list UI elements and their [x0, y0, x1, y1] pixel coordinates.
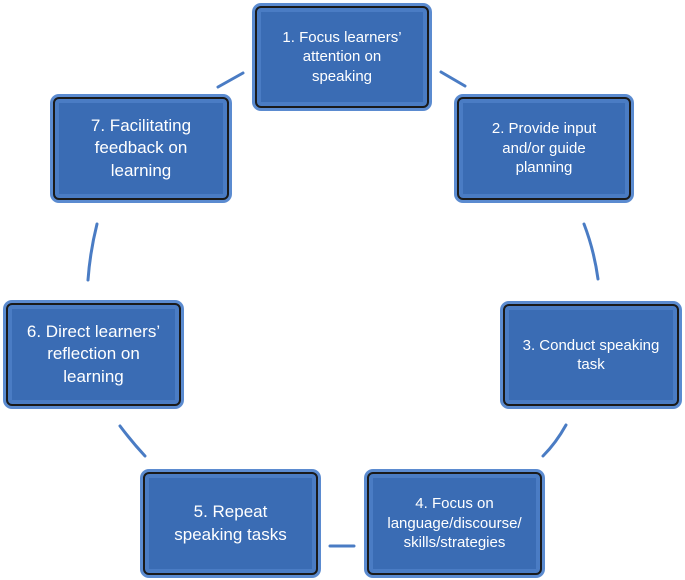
connector-7-1 — [216, 71, 245, 89]
step-7-facilitating-feedback: 7. Facilitating feedback on learning — [53, 97, 229, 200]
connector-5-6 — [118, 424, 147, 458]
step-1-label: 1. Focus learners’ attention on speaking — [282, 28, 402, 85]
step-3-conduct-task: 3. Conduct speaking task — [503, 304, 679, 406]
step-4-focus-on-language: 4. Focus on language/discourse/ skills/s… — [367, 472, 542, 575]
connector-2-3 — [582, 222, 600, 281]
step-6-label: 6. Direct learners’ reflection on learni… — [26, 322, 161, 386]
step-4-label: 4. Focus on language/discourse/ skills/s… — [387, 495, 522, 552]
step-2-label: 2. Provide input and/or guide planning — [491, 120, 597, 177]
step-2-provide-input: 2. Provide input and/or guide planning — [457, 97, 631, 200]
step-6-direct-reflection: 6. Direct learners’ reflection on learni… — [6, 303, 181, 406]
step-3-label: 3. Conduct speaking task — [522, 336, 660, 374]
step-5-repeat-tasks: 5. Repeat speaking tasks — [143, 472, 318, 575]
connector-1-2 — [439, 70, 467, 88]
step-7-label: 7. Facilitating feedback on learning — [90, 116, 192, 180]
step-5-label: 5. Repeat speaking tasks — [174, 502, 287, 544]
connector-3-4 — [541, 423, 568, 458]
connector-6-7 — [86, 222, 99, 282]
step-1-focus-attention: 1. Focus learners’ attention on speaking — [255, 6, 429, 108]
